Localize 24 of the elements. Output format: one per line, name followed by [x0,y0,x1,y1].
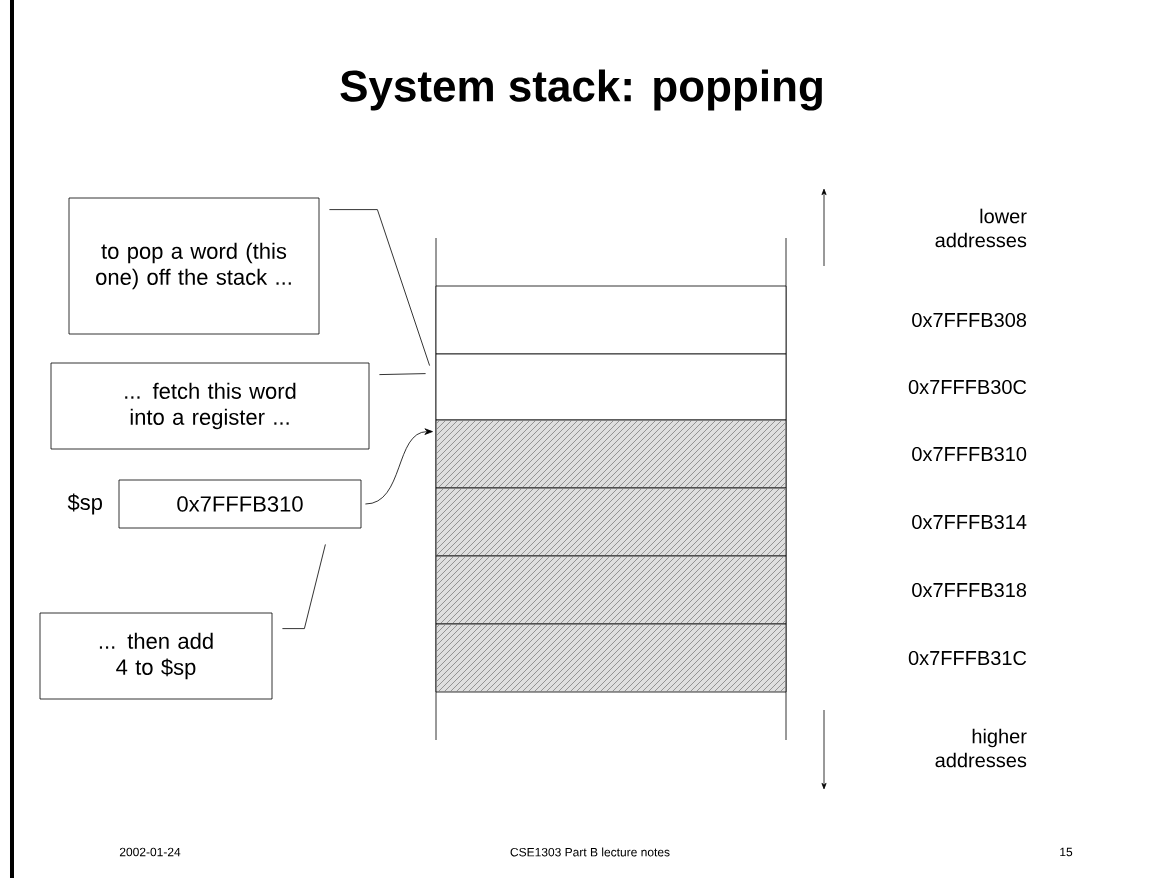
hatched-stack-cell [435,487,787,557]
direction-label: higher addresses [935,728,1027,768]
address-label: 0x7FFFB30C [908,379,1027,395]
pointer-arrow [365,428,433,505]
hatched-stack-cell [435,623,787,693]
callout-box: to pop a word (this one) off the stack ... [68,197,320,335]
register-box: 0x7FFFB310 [118,479,362,529]
stack-cell [435,285,787,355]
stack-cell [435,353,787,421]
register-name: $sp [67,493,102,515]
address-label: 0x7FFFB31C [908,650,1027,666]
leader-line [329,209,430,366]
address-label: 0x7FFFB308 [912,312,1027,328]
leader-line [282,544,326,629]
hatched-stack-cell [435,555,787,625]
title: System stack: popping [340,69,822,111]
address-label: 0x7FFFB318 [912,582,1027,598]
hatched-stack-cell [435,419,787,489]
address-label: 0x7FFFB314 [912,514,1027,530]
callout-box: ... fetch this word into a register ... [50,362,370,450]
direction-label: lower addresses [935,208,1027,248]
leader-line [379,373,426,375]
callout-box: ... then add 4 to $sp [39,612,273,700]
address-label: 0x7FFFB310 [912,446,1027,462]
